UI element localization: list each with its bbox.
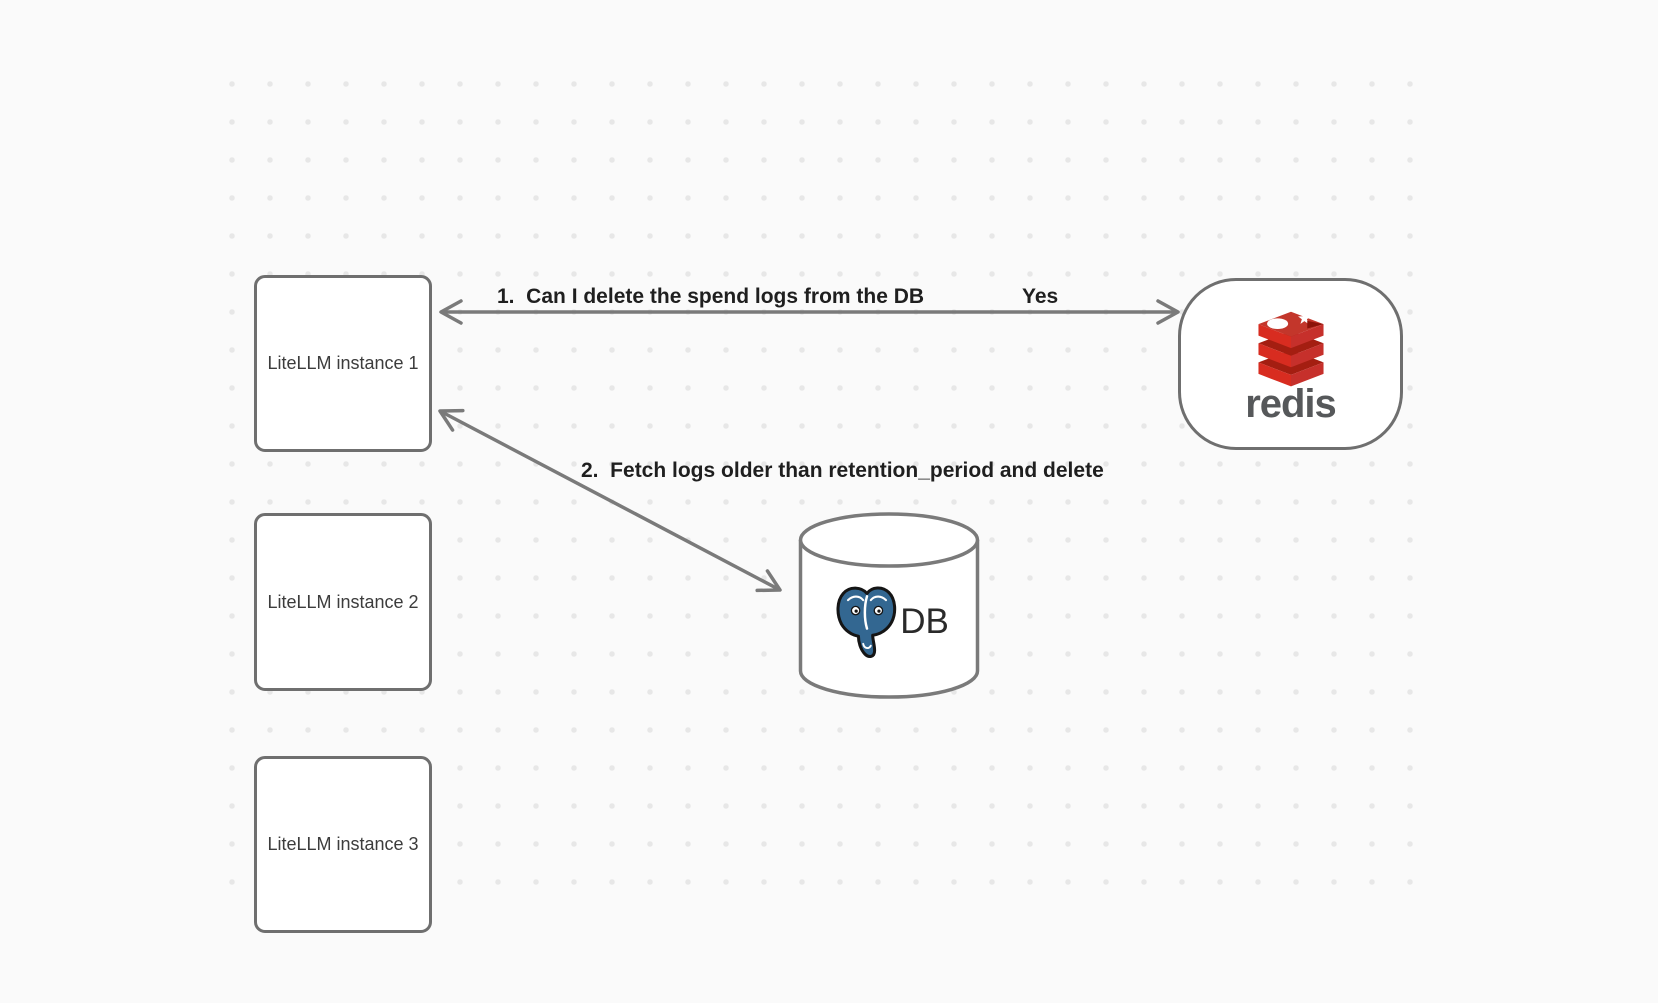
redis-wordmark: redis <box>1245 381 1337 426</box>
litellm-instance-3-label: LiteLLM instance 3 <box>267 834 419 854</box>
arrow-1-response-label: Yes <box>1022 285 1059 308</box>
arrow-2-label: 2. Fetch logs older than retention_perio… <box>581 459 1104 482</box>
arrow-1-label: 1. Can I delete the spend logs from the … <box>497 285 925 308</box>
node-redis[interactable]: redis <box>1178 278 1403 450</box>
node-litellm-instance-1[interactable]: LiteLLM instance 1 <box>254 275 432 452</box>
database-label: DB <box>900 601 949 641</box>
litellm-instance-1-label: LiteLLM instance 1 <box>267 353 419 373</box>
node-database[interactable]: DB <box>795 511 983 701</box>
node-litellm-instance-2[interactable]: LiteLLM instance 2 <box>254 513 432 691</box>
postgresql-elephant-icon <box>836 586 897 658</box>
node-litellm-instance-3[interactable]: LiteLLM instance 3 <box>254 756 432 933</box>
redis-logo-icon <box>1257 311 1324 386</box>
litellm-instance-2-label: LiteLLM instance 2 <box>267 591 419 612</box>
